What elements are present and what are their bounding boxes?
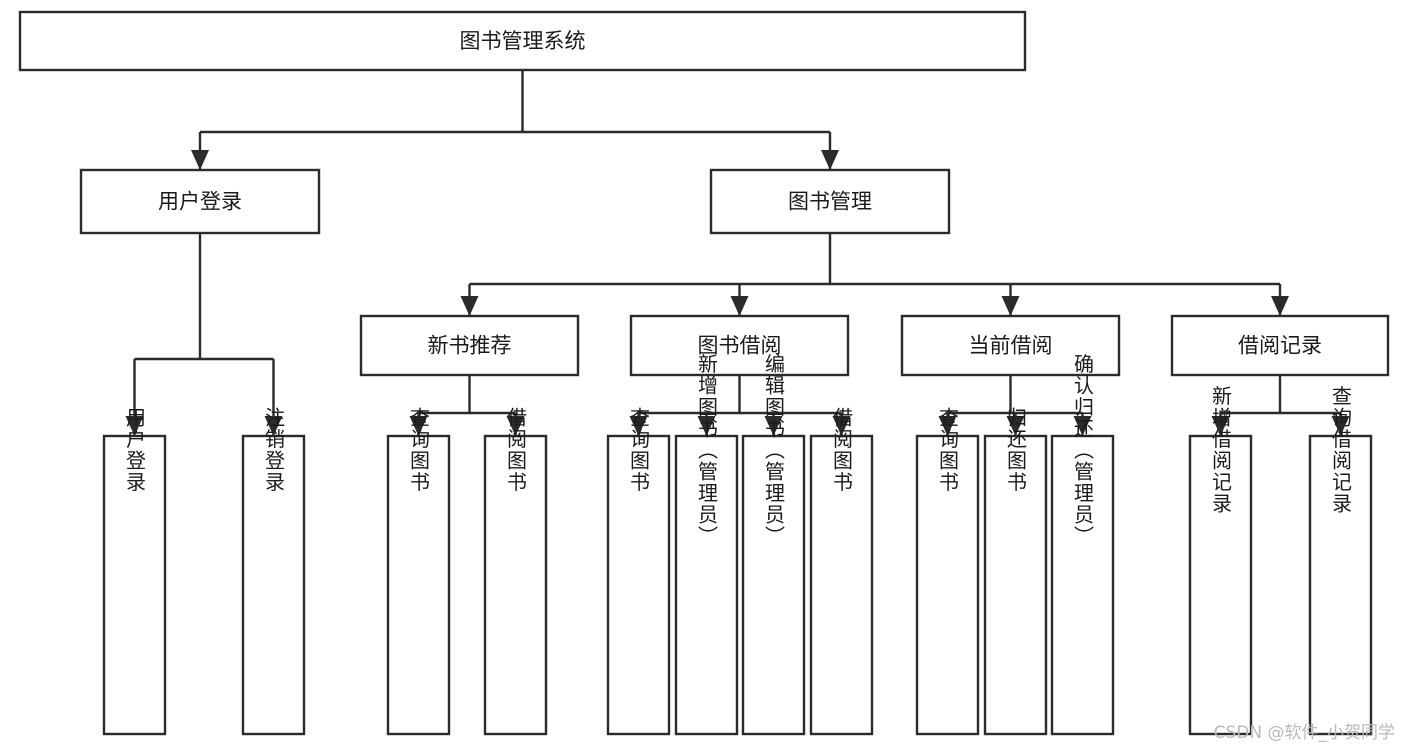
- node-box-root: [18, 10, 1027, 72]
- node-label-book-management: 图书管理: [788, 190, 872, 214]
- arrow-head-icon: [1211, 416, 1230, 436]
- arrow-head-icon: [1331, 416, 1350, 436]
- node-label-leaf-edit-book-admin: 编辑图书（管理员）: [762, 353, 786, 547]
- node-book-borrow[interactable]: 图书借阅: [629, 314, 850, 377]
- node-label-leaf-query-borrow-record: 查询借阅记录: [1329, 385, 1353, 514]
- node-leaf-edit-book-admin[interactable]: 编辑图书（管理员）: [741, 353, 806, 736]
- node-leaf-query-borrow-record[interactable]: 查询借阅记录: [1308, 385, 1373, 736]
- connector-layer: [125, 70, 1350, 436]
- node-label-leaf-add-borrow-record: 新增借阅记录: [1209, 385, 1233, 514]
- node-leaf-add-borrow-record[interactable]: 新增借阅记录: [1188, 385, 1253, 736]
- node-box-leaf-query-book-borrow: [606, 434, 671, 736]
- node-box-leaf-confirm-return-admin: [1050, 434, 1115, 736]
- arrow-head-icon: [832, 416, 851, 436]
- csdn-watermark: CSDN @软件_小贺同学: [1213, 723, 1395, 743]
- node-leaf-borrow-book[interactable]: 借阅图书: [809, 407, 874, 736]
- node-current-borrow[interactable]: 当前借阅: [900, 314, 1121, 377]
- node-label-leaf-user-login: 用户登录: [123, 407, 147, 493]
- node-root[interactable]: 图书管理系统: [18, 10, 1027, 72]
- node-box-leaf-user-logout: [241, 434, 306, 736]
- arrow-head-icon: [460, 296, 479, 316]
- node-leaf-user-logout[interactable]: 注销登录: [241, 407, 306, 736]
- node-box-leaf-query-borrow-record: [1308, 434, 1373, 736]
- node-box-leaf-borrow-book: [809, 434, 874, 736]
- node-leaf-query-book-borrow[interactable]: 查询图书: [606, 407, 671, 736]
- node-label-leaf-return-book: 归还图书: [1004, 407, 1028, 493]
- node-leaf-user-login[interactable]: 用户登录: [102, 407, 167, 736]
- arrow-head-icon: [1073, 416, 1092, 436]
- node-leaf-return-book[interactable]: 归还图书: [983, 407, 1048, 736]
- arrow-head-icon: [1001, 296, 1020, 316]
- node-leaf-add-book-admin[interactable]: 新增图书（管理员）: [674, 353, 739, 736]
- node-label-leaf-borrow-book: 借阅图书: [830, 407, 854, 493]
- node-label-leaf-borrow-book-recommend: 借阅图书: [504, 407, 528, 493]
- node-label-root: 图书管理系统: [460, 29, 586, 53]
- arrow-head-icon: [821, 150, 839, 170]
- node-label-leaf-query-book-recommend: 查询图书: [407, 407, 431, 493]
- node-leaf-query-book-current[interactable]: 查询图书: [915, 407, 980, 736]
- arrow-head-icon: [125, 416, 144, 436]
- connector-group-new-book-recommend: [409, 375, 525, 436]
- node-label-new-book-recommend: 新书推荐: [428, 334, 512, 358]
- node-box-leaf-user-login: [102, 434, 167, 736]
- node-box-book-borrow: [629, 314, 850, 377]
- node-label-borrow-records: 借阅记录: [1238, 334, 1322, 358]
- node-new-book-recommend[interactable]: 新书推荐: [359, 314, 580, 377]
- node-label-leaf-user-logout: 注销登录: [262, 407, 286, 493]
- node-borrow-records[interactable]: 借阅记录: [1170, 314, 1390, 377]
- connector-group-borrow-records: [1211, 375, 1350, 436]
- arrow-head-icon: [506, 416, 525, 436]
- arrow-head-icon: [409, 416, 428, 436]
- node-box-leaf-query-book-recommend: [386, 434, 451, 736]
- node-label-leaf-query-book-current: 查询图书: [936, 407, 960, 493]
- arrow-head-icon: [938, 416, 957, 436]
- node-box-leaf-add-book-admin: [674, 434, 739, 736]
- connector-group-user-login: [125, 233, 283, 436]
- node-label-current-borrow: 当前借阅: [969, 334, 1053, 358]
- arrow-head-icon: [629, 416, 648, 436]
- node-box-leaf-return-book: [983, 434, 1048, 736]
- arrow-head-icon: [730, 296, 749, 316]
- arrow-head-icon: [1271, 296, 1289, 316]
- node-box-leaf-edit-book-admin: [741, 434, 806, 736]
- node-box-user-login: [79, 168, 321, 235]
- arrow-head-icon: [264, 416, 283, 436]
- node-user-login[interactable]: 用户登录: [79, 168, 321, 235]
- node-box-borrow-records: [1170, 314, 1390, 377]
- node-box-leaf-add-borrow-record: [1188, 434, 1253, 736]
- node-leaf-confirm-return-admin[interactable]: 确认归还（管理员）: [1050, 353, 1115, 736]
- node-leaf-query-book-recommend[interactable]: 查询图书: [386, 407, 451, 736]
- node-book-management[interactable]: 图书管理: [709, 168, 951, 235]
- connector-group-current-borrow: [938, 375, 1092, 436]
- node-box-leaf-query-book-current: [915, 434, 980, 736]
- node-label-user-login: 用户登录: [158, 190, 242, 214]
- node-label-leaf-query-book-borrow: 查询图书: [627, 407, 651, 493]
- connector-group-book-management: [460, 233, 1289, 316]
- node-box-current-borrow: [900, 314, 1121, 377]
- connector-group-root: [191, 70, 839, 170]
- arrow-head-icon: [191, 150, 209, 170]
- connector-group-book-borrow: [629, 375, 851, 436]
- node-label-leaf-confirm-return-admin: 确认归还（管理员）: [1071, 353, 1095, 547]
- arrow-head-icon: [697, 416, 716, 436]
- node-box-new-book-recommend: [359, 314, 580, 377]
- arrow-head-icon: [764, 416, 783, 436]
- node-box-book-management: [709, 168, 951, 235]
- arrow-head-icon: [1006, 416, 1025, 436]
- node-box-leaf-borrow-book-recommend: [483, 434, 548, 736]
- node-label-leaf-add-book-admin: 新增图书（管理员）: [695, 353, 719, 547]
- node-label-book-borrow: 图书借阅: [698, 334, 782, 358]
- node-layer: 图书管理系统用户登录图书管理新书推荐图书借阅当前借阅借阅记录用户登录注销登录查询…: [18, 10, 1390, 736]
- node-leaf-borrow-book-recommend[interactable]: 借阅图书: [483, 407, 548, 736]
